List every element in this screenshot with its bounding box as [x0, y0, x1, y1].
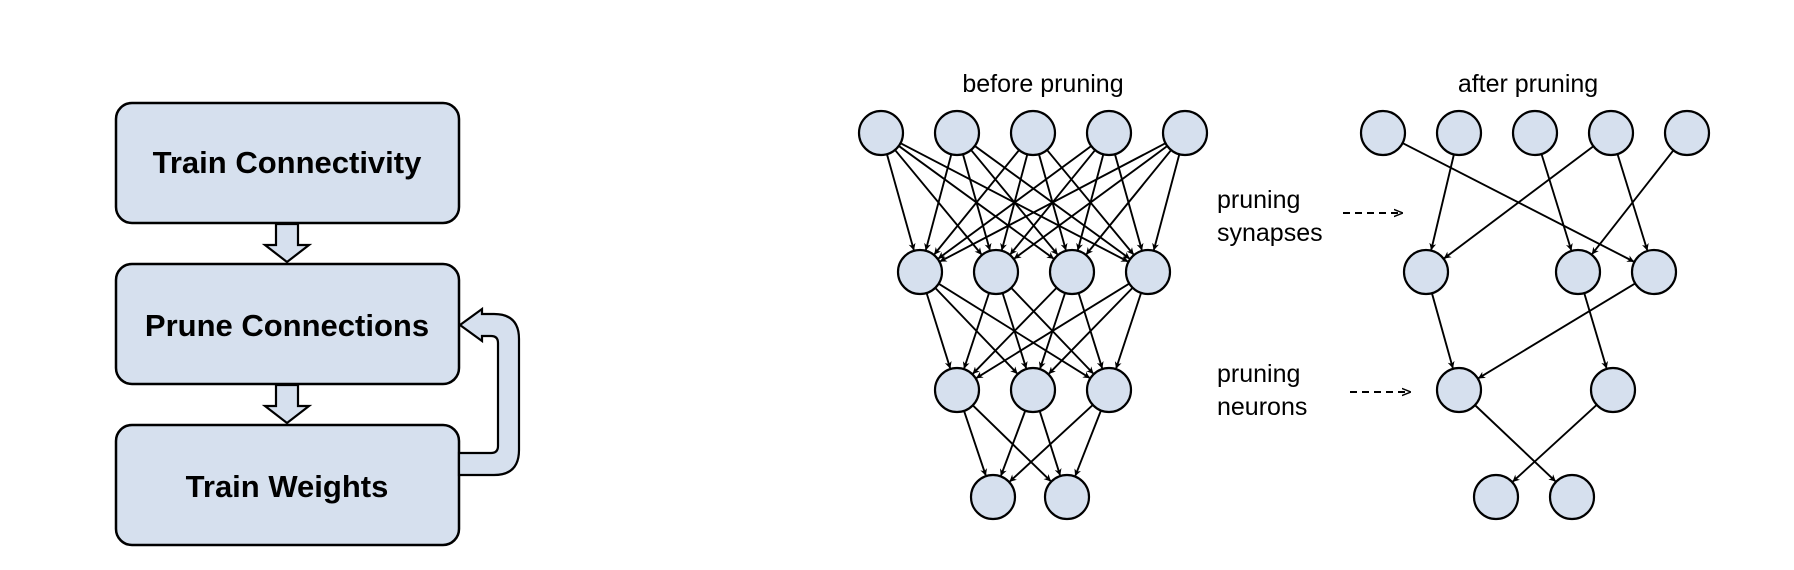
after-edges	[1402, 142, 1675, 483]
synapse-edge	[1583, 292, 1609, 369]
step-train-weights: Train Weights	[114, 423, 461, 547]
synapse-edge	[962, 292, 990, 369]
neuron-node	[1161, 109, 1209, 157]
synapse-edge	[937, 145, 1092, 260]
loop-back-arrow	[457, 306, 521, 477]
synapse-edge	[1512, 404, 1598, 483]
network-before-pruning: before pruning	[857, 70, 1209, 521]
after-neurons	[1359, 109, 1711, 521]
neuron-node	[1587, 109, 1635, 157]
neuron-node	[1009, 109, 1057, 157]
synapse-edge	[1474, 404, 1556, 482]
neuron-node	[1085, 366, 1133, 414]
synapse-edge	[925, 292, 952, 369]
neuron-node	[1402, 248, 1450, 296]
down-arrow-1	[261, 222, 313, 264]
neuron-node	[1630, 248, 1678, 296]
neuron-node	[1009, 366, 1057, 414]
neuron-node	[1043, 473, 1091, 521]
step-box	[114, 423, 461, 547]
step-label: Train Connectivity	[153, 145, 422, 180]
synapse-edge	[1431, 292, 1455, 369]
neuron-node	[1085, 109, 1133, 157]
synapse-edge	[886, 153, 916, 251]
neuron-node	[1048, 248, 1096, 296]
neuron-node	[1359, 109, 1407, 157]
annotation-line-1: pruning	[1217, 360, 1300, 388]
neuron-node	[1435, 109, 1483, 157]
network-after-pruning: after pruning	[1359, 70, 1711, 521]
after-pruning-title: after pruning	[1458, 70, 1598, 98]
neuron-node	[896, 248, 944, 296]
down-arrow-2	[261, 383, 313, 425]
step-label: Prune Connections	[145, 308, 429, 343]
synapse-edge	[1013, 145, 1168, 260]
synapse-edge	[1591, 149, 1675, 255]
neuron-node	[857, 109, 905, 157]
synapse-edge	[1048, 287, 1134, 375]
neuron-node	[1472, 473, 1520, 521]
synapse-edge	[1540, 153, 1573, 251]
synapse-edge	[1009, 404, 1094, 483]
neuron-node	[1435, 366, 1483, 414]
step-label: Train Weights	[186, 469, 389, 504]
neuron-node	[1663, 109, 1711, 157]
synapse-edge	[939, 142, 1166, 263]
synapse-edge	[972, 404, 1052, 482]
synapse-edge	[924, 154, 953, 251]
synapse-edge	[933, 149, 1020, 255]
before-pruning-title: before pruning	[962, 70, 1123, 98]
neuron-node	[1589, 366, 1637, 414]
before-edges	[886, 142, 1181, 483]
neuron-node	[1511, 109, 1559, 157]
synapse-edge	[1085, 149, 1172, 255]
synapse-edge	[1114, 292, 1142, 369]
synapse-edge	[999, 410, 1027, 477]
synapse-edge	[1152, 154, 1181, 251]
neuron-node	[1554, 248, 1602, 296]
neuron-node	[969, 473, 1017, 521]
neuron-node	[1548, 473, 1596, 521]
step-train-connectivity: Train Connectivity	[114, 101, 461, 225]
training-flowchart: Train Connectivity Prune Connections Tra…	[114, 101, 521, 547]
synapse-edge	[972, 287, 1058, 375]
annotation-line-2: synapses	[1217, 219, 1323, 247]
pruning-neurons-annotation: pruning neurons	[1217, 360, 1410, 421]
synapse-edge	[1429, 154, 1455, 251]
synapse-edge	[975, 282, 1130, 379]
annotation-line-1: pruning	[1217, 186, 1300, 214]
neuron-node	[933, 366, 981, 414]
pruning-synapses-annotation: pruning synapses	[1217, 186, 1402, 247]
neuron-node	[933, 109, 981, 157]
synapse-edge	[963, 410, 987, 476]
before-neurons	[857, 109, 1209, 521]
synapse-edge	[1038, 410, 1062, 476]
neuron-node	[1124, 248, 1172, 296]
synapse-edge	[1478, 282, 1636, 379]
step-prune-connections: Prune Connections	[114, 262, 461, 386]
synapse-edge	[1443, 145, 1594, 259]
synapse-edge	[1074, 410, 1102, 477]
neuron-node	[972, 248, 1020, 296]
annotation-line-2: neurons	[1217, 393, 1307, 421]
